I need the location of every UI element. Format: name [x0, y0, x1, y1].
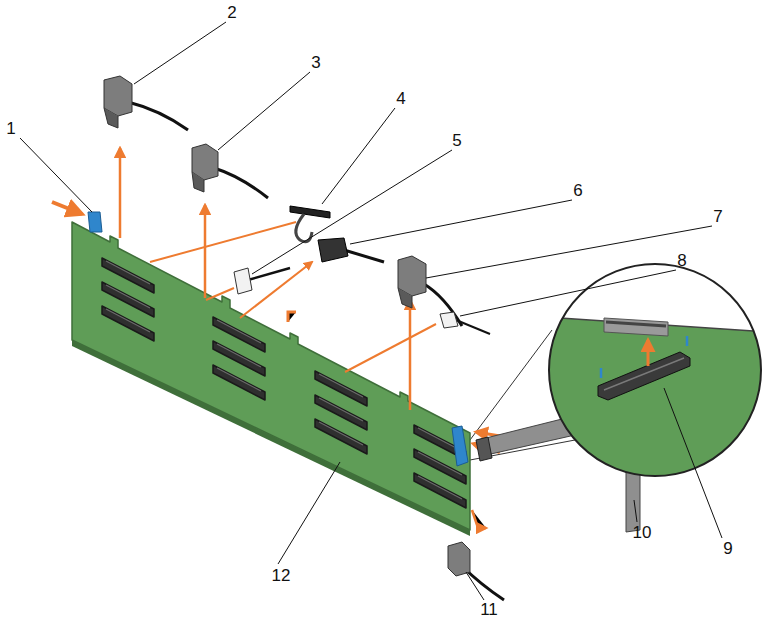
callout-number: 4 — [394, 89, 407, 108]
callout-number: 2 — [225, 3, 238, 22]
callout-number: 1 — [4, 119, 17, 138]
callout-number: 10 — [631, 523, 654, 542]
callout-number: 6 — [571, 181, 584, 200]
callout-number: 3 — [309, 53, 322, 72]
callout-number: 8 — [675, 251, 688, 270]
callout-number: 11 — [478, 600, 500, 619]
callout-number: 7 — [711, 207, 724, 226]
callout-number: 9 — [721, 539, 734, 558]
callout-number: 12 — [270, 566, 293, 585]
callout-number: 5 — [450, 131, 463, 150]
